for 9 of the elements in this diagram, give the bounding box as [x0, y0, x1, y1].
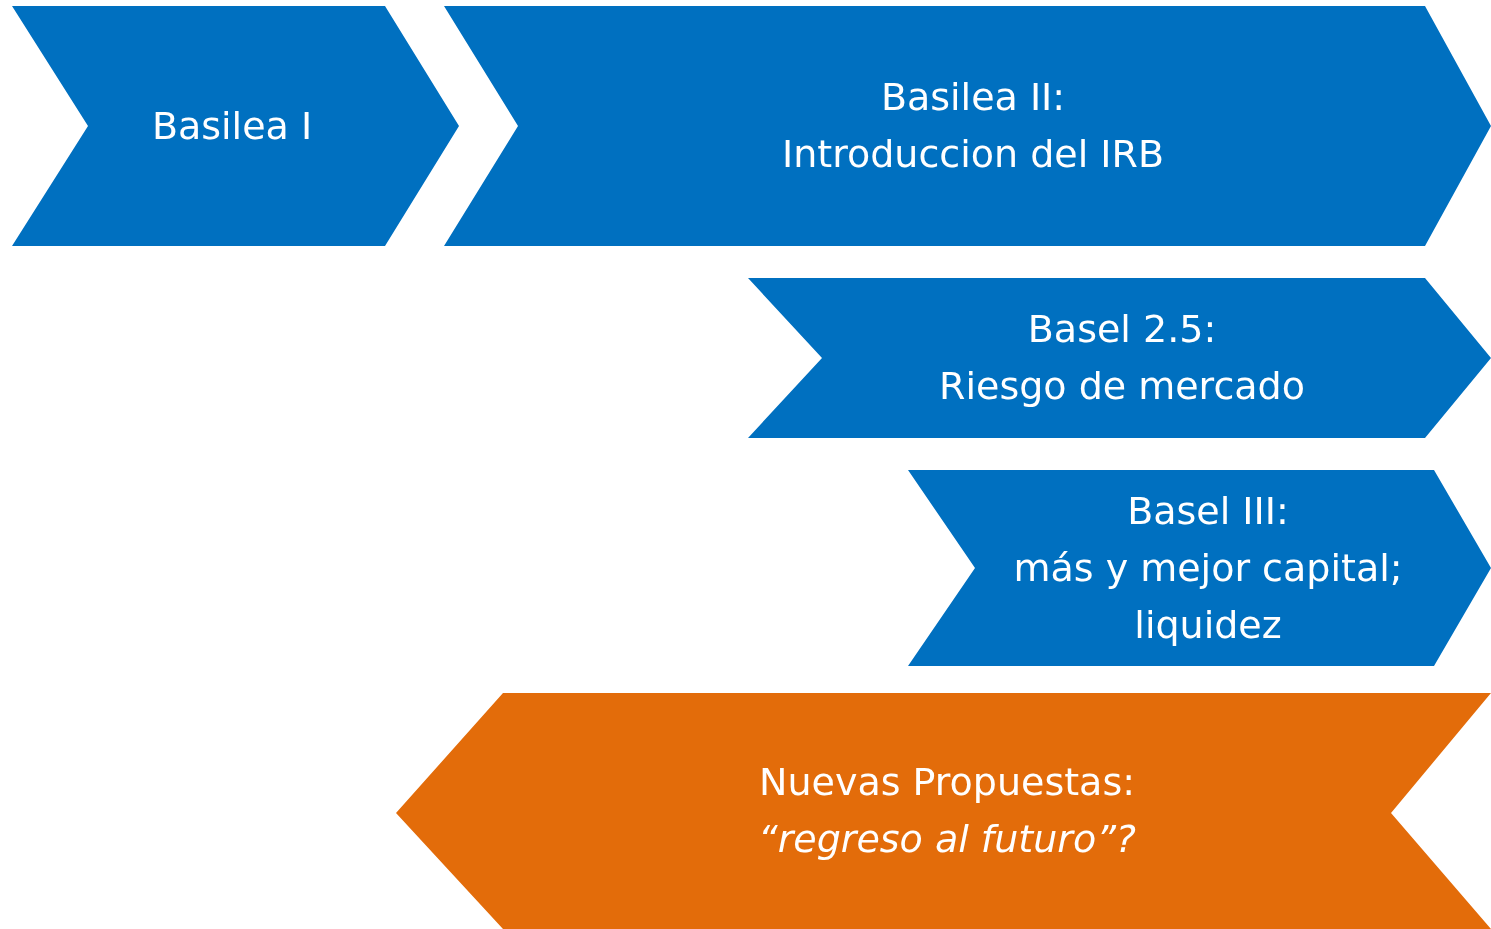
- stage-description: “regreso al futuro”?: [757, 816, 1136, 863]
- stage-description: Introduccion del IRB: [782, 131, 1164, 178]
- stage-title: Basilea I: [151, 102, 313, 150]
- stage-title: Basilea II:: [880, 74, 1066, 121]
- stage-title: Basel 2.5:: [1027, 306, 1217, 353]
- stage-title: Nuevas Propuestas:: [759, 759, 1135, 806]
- stage-title: Basel III:: [1127, 487, 1289, 535]
- stage-description: Riesgo de mercado: [939, 363, 1305, 410]
- stage-description: más y mejor capital; liquidez: [1012, 544, 1404, 649]
